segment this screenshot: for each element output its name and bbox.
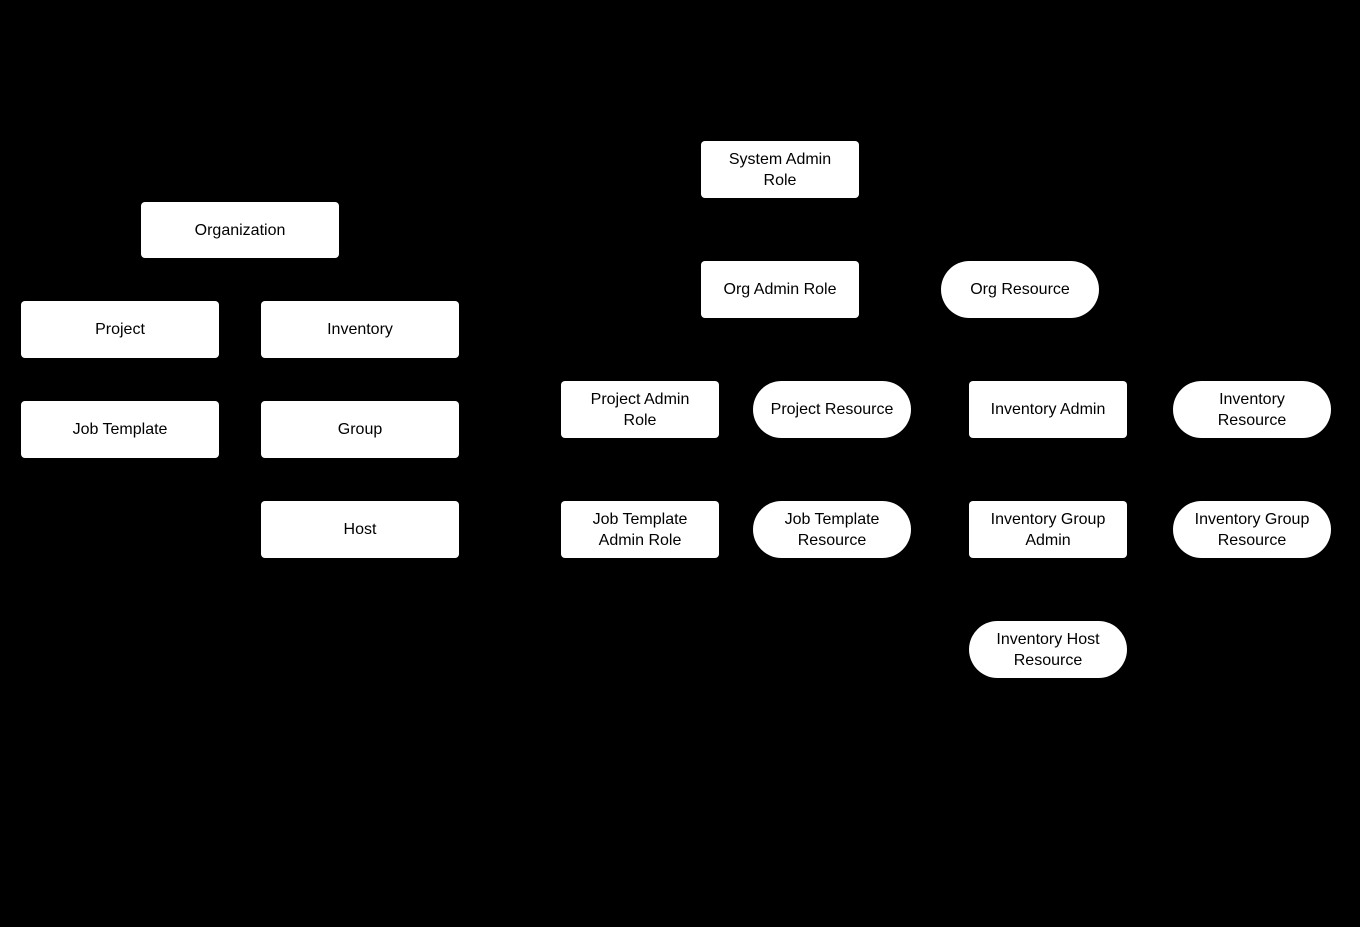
node-inventory-host-resource: Inventory Host Resource [969, 621, 1127, 678]
node-inventory-resource: Inventory Resource [1173, 381, 1331, 438]
node-job-template-admin-role: Job Template Admin Role [561, 501, 719, 558]
node-host: Host [261, 501, 459, 558]
node-inventory-group-admin: Inventory Group Admin [969, 501, 1127, 558]
node-system-admin-role: System Admin Role [701, 141, 859, 198]
node-organization: Organization [141, 202, 339, 258]
node-org-admin-role: Org Admin Role [701, 261, 859, 318]
node-job-template: Job Template [21, 401, 219, 458]
node-inventory-group-resource: Inventory Group Resource [1173, 501, 1331, 558]
node-project-resource: Project Resource [753, 381, 911, 438]
node-org-resource: Org Resource [941, 261, 1099, 318]
node-job-template-resource: Job Template Resource [753, 501, 911, 558]
node-inventory: Inventory [261, 301, 459, 358]
node-project: Project [21, 301, 219, 358]
node-group: Group [261, 401, 459, 458]
node-project-admin-role: Project Admin Role [561, 381, 719, 438]
node-inventory-admin: Inventory Admin [969, 381, 1127, 438]
